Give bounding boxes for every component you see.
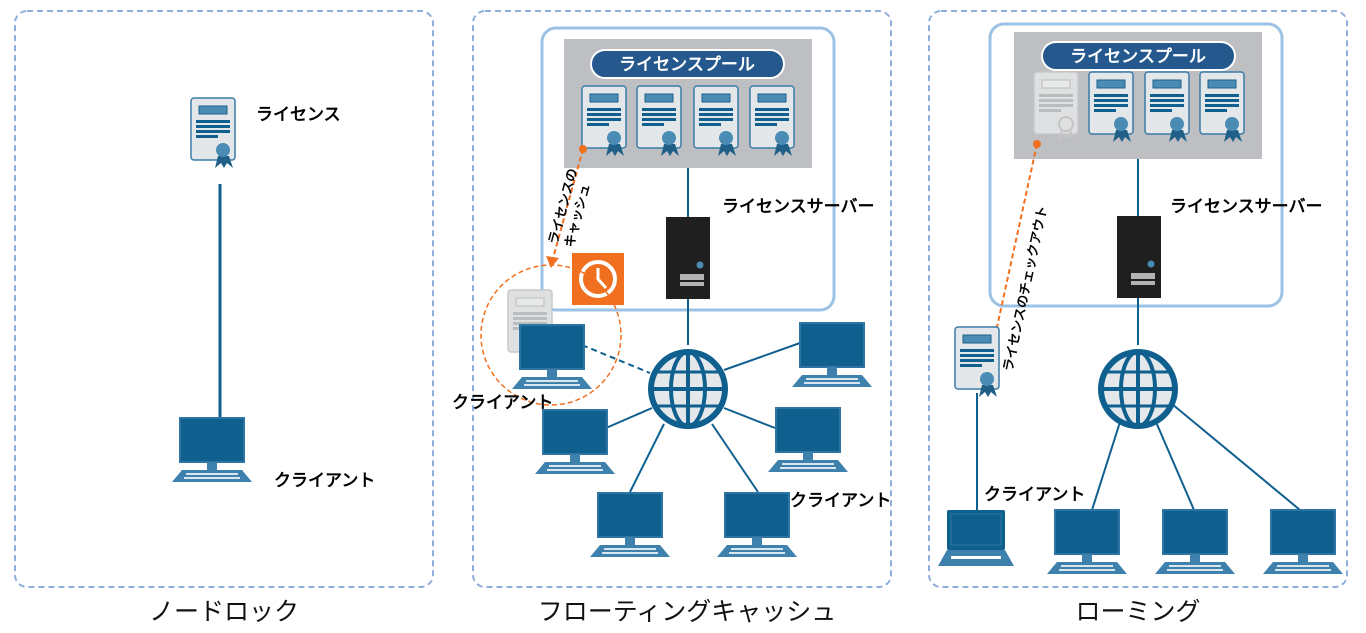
pool-pill <box>1041 41 1236 71</box>
monitor-icon <box>171 417 253 483</box>
pool-pill <box>590 49 785 79</box>
license-icon <box>693 85 739 157</box>
monitor-icon <box>534 409 616 475</box>
license-icon <box>1199 71 1245 143</box>
license-icon <box>1088 71 1134 143</box>
license-server-box <box>988 22 1284 308</box>
caption-node-lock: ノードロック <box>149 597 299 626</box>
client-label: クライアント <box>984 485 1085 505</box>
pool-label: ライセンスプール <box>1070 46 1206 67</box>
monitor-icon <box>791 322 873 388</box>
monitor-icon <box>716 492 798 558</box>
pool-label: ライセンスプール <box>619 54 755 75</box>
globe-icon <box>651 352 725 426</box>
panel-node-lock <box>14 10 434 588</box>
server-icon <box>1117 216 1161 298</box>
license-icon <box>1144 71 1190 143</box>
monitor-icon <box>589 492 671 558</box>
license-label: ライセンス <box>256 105 341 125</box>
license-icon <box>749 85 795 157</box>
server-label: ライセンスサーバー <box>1170 197 1323 217</box>
server-icon <box>666 217 710 299</box>
checkout-label: ライセンスのチェックアウト <box>1001 205 1051 373</box>
server-label: ライセンスサーバー <box>722 197 875 217</box>
panel-floating-cache <box>472 10 892 588</box>
monitor-icon <box>511 324 593 390</box>
license-icon <box>581 85 627 157</box>
client-label-left: クライアント <box>452 393 553 413</box>
client-label-right: クライアント <box>790 491 891 511</box>
panel-roaming <box>928 10 1348 588</box>
globe-icon <box>1101 352 1175 426</box>
monitor-icon <box>767 407 849 473</box>
caption-floating-cache: フローティングキャッシュ <box>538 597 837 626</box>
monitor-icon <box>1154 509 1236 575</box>
license-icon <box>636 85 682 157</box>
monitor-icon <box>1046 509 1128 575</box>
caption-roaming: ローミング <box>1075 597 1200 626</box>
cache-arrow <box>551 148 584 263</box>
monitor-icon <box>1262 509 1344 575</box>
license-icon <box>954 326 1000 398</box>
laptop-icon <box>938 510 1014 566</box>
license-icon <box>190 97 236 169</box>
client-label: クライアント <box>274 471 375 491</box>
checked-out-license-icon <box>1033 71 1079 139</box>
cache-scope-circle <box>480 264 622 406</box>
